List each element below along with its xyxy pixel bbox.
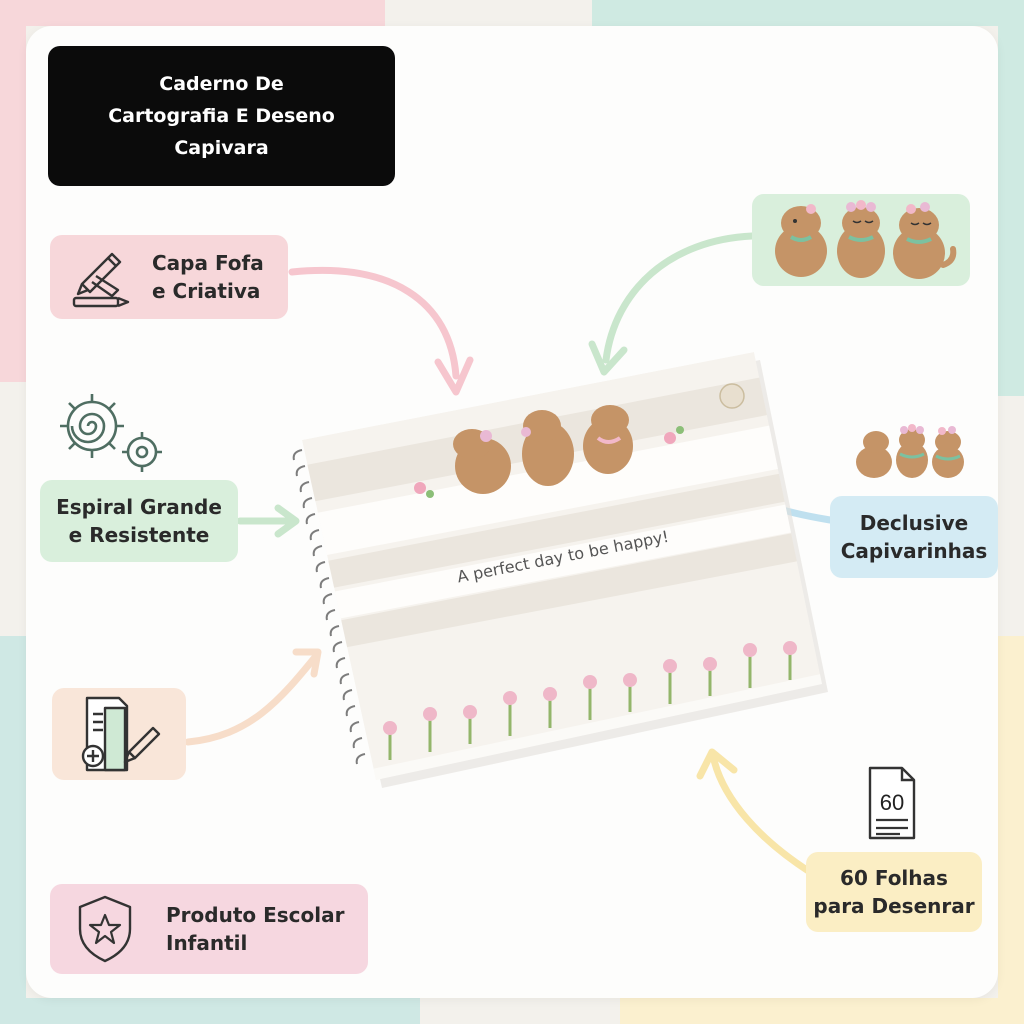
shield-star-icon [78,895,132,963]
feature-label: Produto Escolar Infantil [166,903,345,955]
bg-teal-bottom-left [0,636,26,1024]
bg-teal-bottom [0,998,420,1024]
page-title: Caderno De Cartografia E Deseno Capivara [108,73,335,159]
bg-teal-top-right [592,0,1024,26]
notebook: A perfect day to be happy! [292,352,828,788]
feature-capybara-art [752,194,970,286]
capybara-cover-art [414,405,684,498]
pencil-ruler-icon [72,252,130,308]
feature-declusive: Declusive Capivarinhas [830,496,998,578]
feature-produto-escolar: Produto Escolar Infantil [50,884,368,974]
arrow-peach [184,652,320,746]
feature-label: Capa Fofa e Criativa [152,251,264,303]
bg-yellow-bottom [620,998,1024,1024]
feature-espiral: Espiral Grande e Resistente [40,480,238,562]
bg-teal-right [998,26,1024,396]
feature-60-folhas: 60 Folhas para Desenrar [806,852,982,932]
sticker [719,383,745,409]
bg-pink-left [0,26,26,382]
title-box: Caderno De Cartografia E Deseno Capivara [48,46,395,186]
arrow-yellow [710,756,814,876]
arrow-green-top [602,232,756,364]
gears-icon [60,394,162,472]
spiral-binding [292,449,366,765]
page-count-number: 60 [880,790,904,815]
capybara-trio-icon [775,200,957,279]
arrow-pink [288,266,460,380]
feature-label: Espiral Grande e Resistente [56,495,222,547]
bg-yellow-bottom-right [998,636,1024,1024]
feature-label: Declusive Capivarinhas [840,511,988,563]
bg-pink-top-left [0,0,385,26]
feature-drawing-tools [52,688,186,780]
feature-capa-fofa: Capa Fofa e Criativa [50,235,288,319]
drawing-tools-icon [81,696,161,772]
page-count-icon: 60 [868,766,916,840]
capybara-small-icon [856,424,964,478]
feature-label: 60 Folhas para Desenrar [813,866,975,918]
